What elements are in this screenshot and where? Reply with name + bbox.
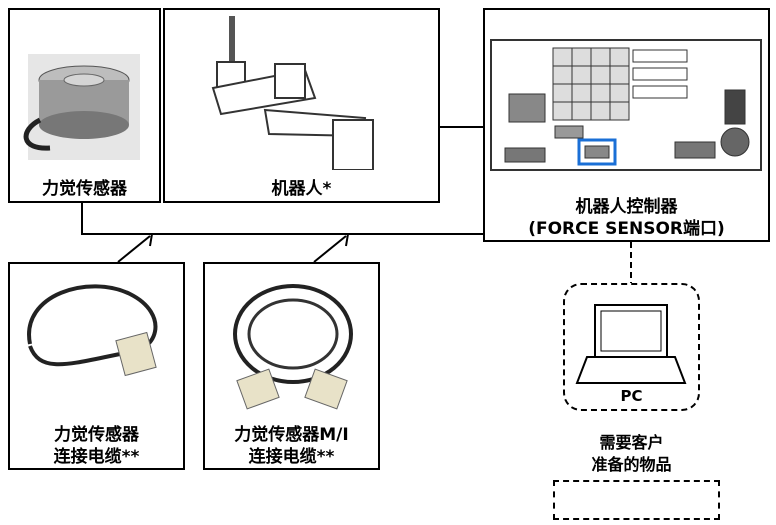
controller-label-line2: (FORCE SENSOR端口): [528, 219, 725, 239]
customer-note-line2: 准备的物品: [591, 455, 672, 474]
bus-line-vertical: [81, 203, 83, 235]
controller-image: [490, 39, 762, 171]
sensor-cable-label-line1: 力觉传感器: [54, 425, 139, 445]
sensor-cable-mi-image: [233, 284, 353, 410]
laptop-icon: [575, 304, 687, 384]
robot-controller-link: [440, 126, 483, 128]
bus-line-horizontal: [81, 233, 483, 235]
legend-dashed-box: [553, 480, 720, 520]
robot-box: 机器人*: [163, 8, 440, 203]
pc-dashed-box: PC: [563, 283, 700, 411]
robot-image: [211, 16, 374, 170]
force-sensor-image: [23, 54, 140, 160]
robot-label: 机器人*: [271, 179, 332, 199]
force-sensor-box: 力觉传感器: [8, 8, 161, 203]
pc-label: PC: [620, 387, 643, 405]
sensor-cable-mi-label-line2: 连接电缆**: [248, 447, 335, 467]
sensor-cable-mi-box: 力觉传感器M/I 连接电缆**: [203, 262, 380, 470]
controller-label-line1: 机器人控制器: [575, 197, 678, 217]
sensor-cable-box: 力觉传感器 连接电缆**: [8, 262, 185, 470]
force-sensor-label: 力觉传感器: [42, 179, 127, 199]
customer-note-line1: 需要客户: [599, 433, 664, 452]
sensor-cable-mi-label-line1: 力觉传感器M/I: [234, 425, 349, 445]
sensor-cable-image: [27, 284, 158, 377]
sensor-cable-label-line2: 连接电缆**: [53, 447, 140, 467]
controller-box: 机器人控制器 (FORCE SENSOR端口): [483, 8, 770, 242]
